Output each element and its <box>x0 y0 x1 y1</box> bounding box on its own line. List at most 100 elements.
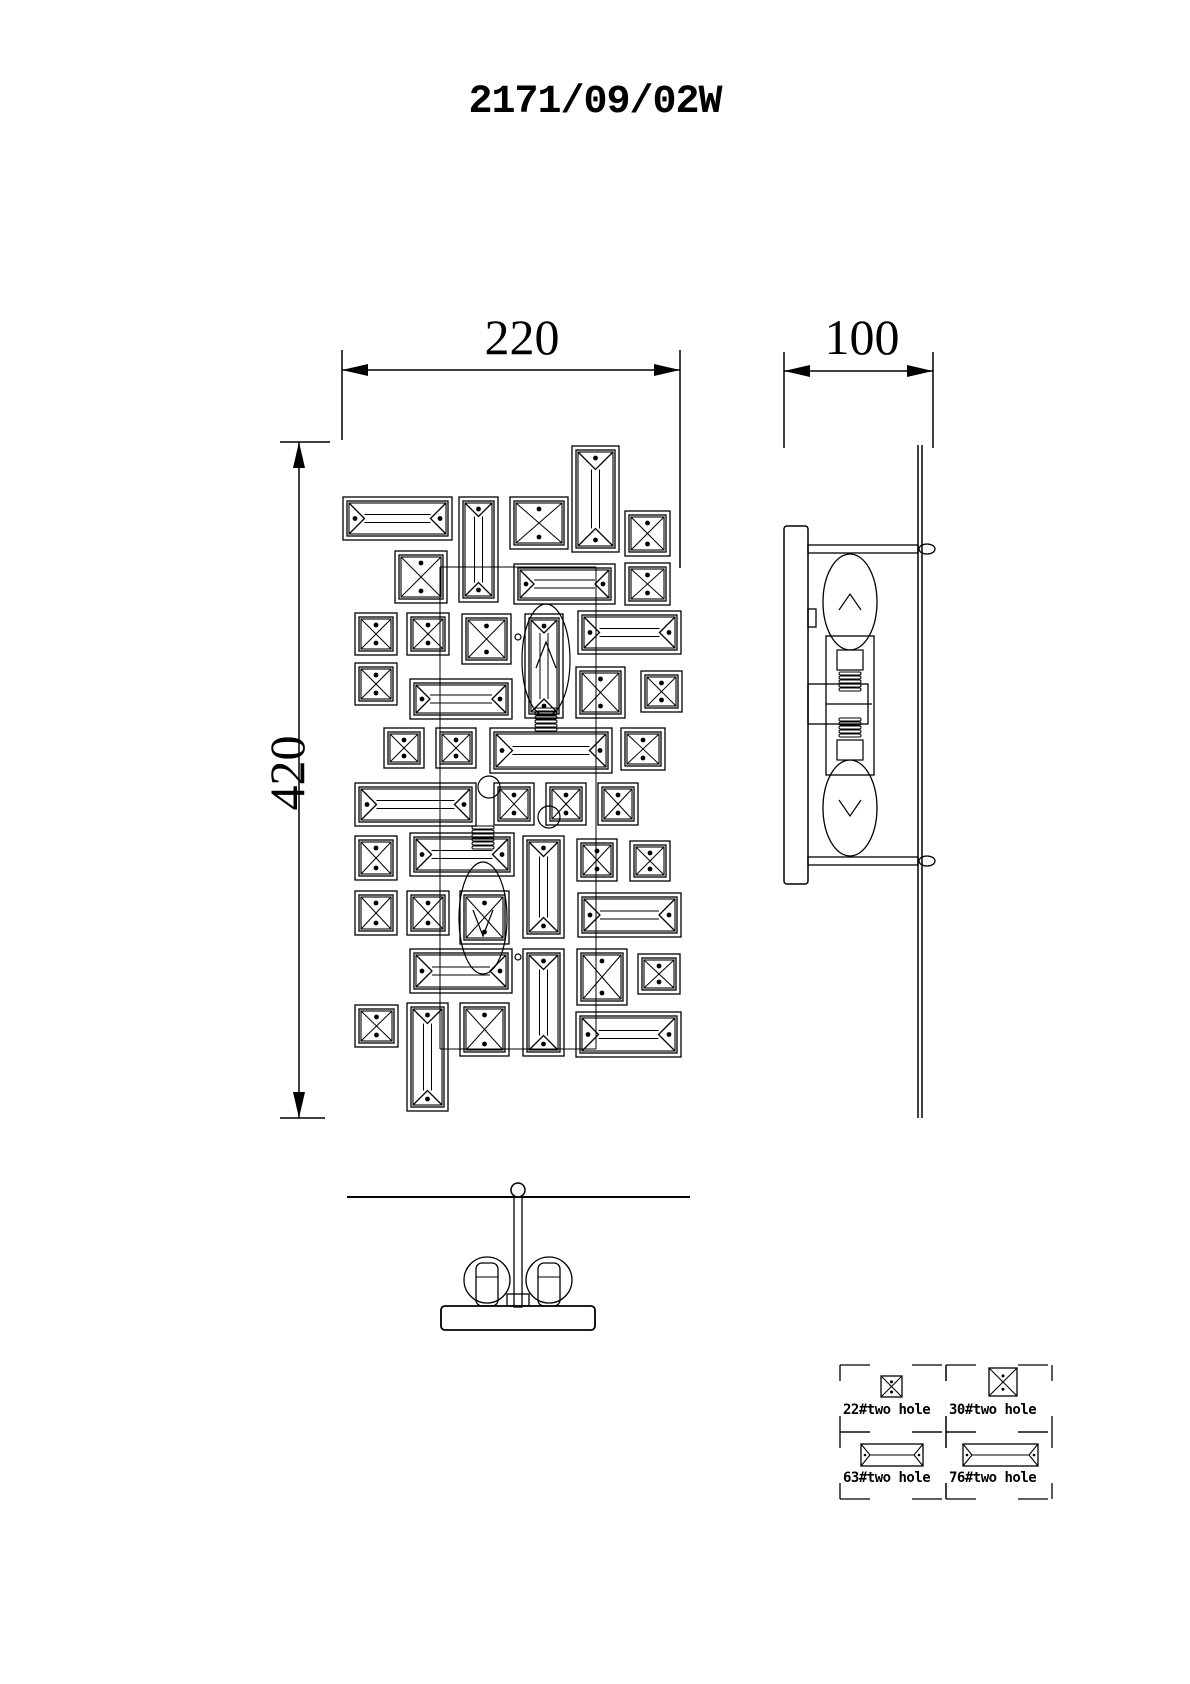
hole-dot <box>364 802 370 807</box>
hole-dot <box>419 852 425 857</box>
square-crystal-tile <box>461 613 512 665</box>
bulb-upper-side <box>822 553 878 692</box>
hole-dot <box>563 810 569 816</box>
mount-tab <box>807 608 817 628</box>
hole-dot <box>437 516 443 521</box>
hole-dot <box>600 581 606 587</box>
hole-dot <box>497 968 503 974</box>
hole-dot <box>587 630 593 635</box>
rect-crystal-tile-horizontal <box>409 678 513 720</box>
hole-dot <box>563 792 569 798</box>
rect-crystal-tile-horizontal <box>409 832 515 877</box>
square-crystal-tile <box>575 666 626 719</box>
square-crystal-tile <box>435 727 477 769</box>
hole-dot <box>659 680 664 686</box>
square-crystal-tile <box>624 510 671 557</box>
hole-dot <box>484 649 489 655</box>
rect-crystal-tile-horizontal <box>409 948 513 994</box>
hole-dot <box>523 581 529 587</box>
socket-bracket <box>825 635 875 776</box>
hole-dot <box>599 958 605 964</box>
width-dimension-label: 220 <box>484 309 560 365</box>
bulb-lower-side <box>822 717 878 857</box>
hole-dot <box>615 810 621 816</box>
hole-dot <box>647 850 653 856</box>
finial-top <box>510 1182 526 1198</box>
square-crystal-tile <box>576 838 618 882</box>
square-crystal-tile <box>637 953 681 995</box>
square-crystal-tile <box>624 562 671 606</box>
hole-dot <box>585 1032 591 1037</box>
square-crystal-tile <box>354 890 398 936</box>
square-crystal-tile <box>509 496 569 550</box>
hole-dot <box>541 845 546 851</box>
hole-dot <box>499 852 505 857</box>
hole-dot <box>511 792 517 798</box>
hole-dot <box>425 640 431 646</box>
rect-crystal-tile-vertical <box>524 613 564 719</box>
legend-label-22: 22#two hole <box>843 1402 931 1418</box>
hole-dot <box>373 672 379 678</box>
rect-crystal-tile-vertical <box>406 1002 449 1112</box>
hole-dot <box>541 623 547 629</box>
hole-dot <box>373 690 379 696</box>
square-crystal-tile <box>406 612 450 656</box>
square-crystal-tile <box>459 890 510 945</box>
hole-dot <box>352 516 358 521</box>
hole-dot <box>666 1032 672 1037</box>
rect-crystal-tile-horizontal <box>577 610 682 655</box>
crystal-icon-30 <box>988 1367 1018 1397</box>
side-view <box>783 445 936 1118</box>
rect-crystal-tile-horizontal <box>342 496 453 541</box>
hole-dot <box>425 1012 430 1018</box>
wall-plate <box>783 525 809 885</box>
socket-loop-right <box>525 1256 573 1307</box>
hole-dot <box>482 1012 487 1018</box>
width-arrow-right <box>654 364 680 376</box>
legend-label-63: 63#two hole <box>843 1470 931 1486</box>
support-rod-upper <box>807 544 919 554</box>
hole-dot <box>476 587 481 593</box>
depth-arrow-right <box>907 365 933 377</box>
hole-dot <box>425 1096 430 1102</box>
square-crystal-tile <box>406 890 450 936</box>
square-crystal-tile <box>629 840 671 882</box>
hole-dot <box>476 506 481 512</box>
model-number-title: 2171/09/02W <box>468 80 722 125</box>
hole-dot <box>640 737 646 743</box>
hole-dot <box>666 912 672 918</box>
hole-dot <box>645 520 650 526</box>
rect-crystal-tile-horizontal <box>513 563 616 605</box>
width-arrow-left <box>342 364 368 376</box>
square-crystal-tile <box>383 727 425 769</box>
top-view <box>347 1182 690 1331</box>
socket-ring-upper <box>477 775 501 799</box>
hole-dot <box>640 755 646 761</box>
wall-plate-top <box>440 1305 596 1331</box>
hole-dot <box>541 958 546 964</box>
square-crystal-tile <box>620 727 666 771</box>
hole-dot <box>536 506 542 512</box>
square-crystal-tile <box>354 835 398 881</box>
depth-dimension-label: 100 <box>824 309 900 365</box>
hole-dot <box>425 622 431 628</box>
hole-dot <box>453 737 459 743</box>
square-crystal-tile <box>545 782 587 826</box>
hole-dot <box>645 572 650 578</box>
screw-hole <box>514 633 522 641</box>
dimension-lines <box>280 350 934 1119</box>
square-crystal-tile <box>576 948 628 1006</box>
square-crystal-tile <box>354 1004 399 1048</box>
square-crystal-tile <box>354 612 398 656</box>
crystal-icon-22 <box>880 1375 903 1398</box>
hole-dot <box>659 697 664 703</box>
rect-crystal-tile-vertical <box>458 496 499 603</box>
hole-dot <box>615 792 621 798</box>
front-view <box>342 445 683 1112</box>
screw-hole <box>514 953 522 961</box>
hole-dot <box>647 866 653 872</box>
hole-dot <box>666 630 672 635</box>
rect-crystal-tile-vertical <box>522 948 565 1057</box>
hole-dot <box>541 923 546 929</box>
hole-dot <box>656 963 662 969</box>
